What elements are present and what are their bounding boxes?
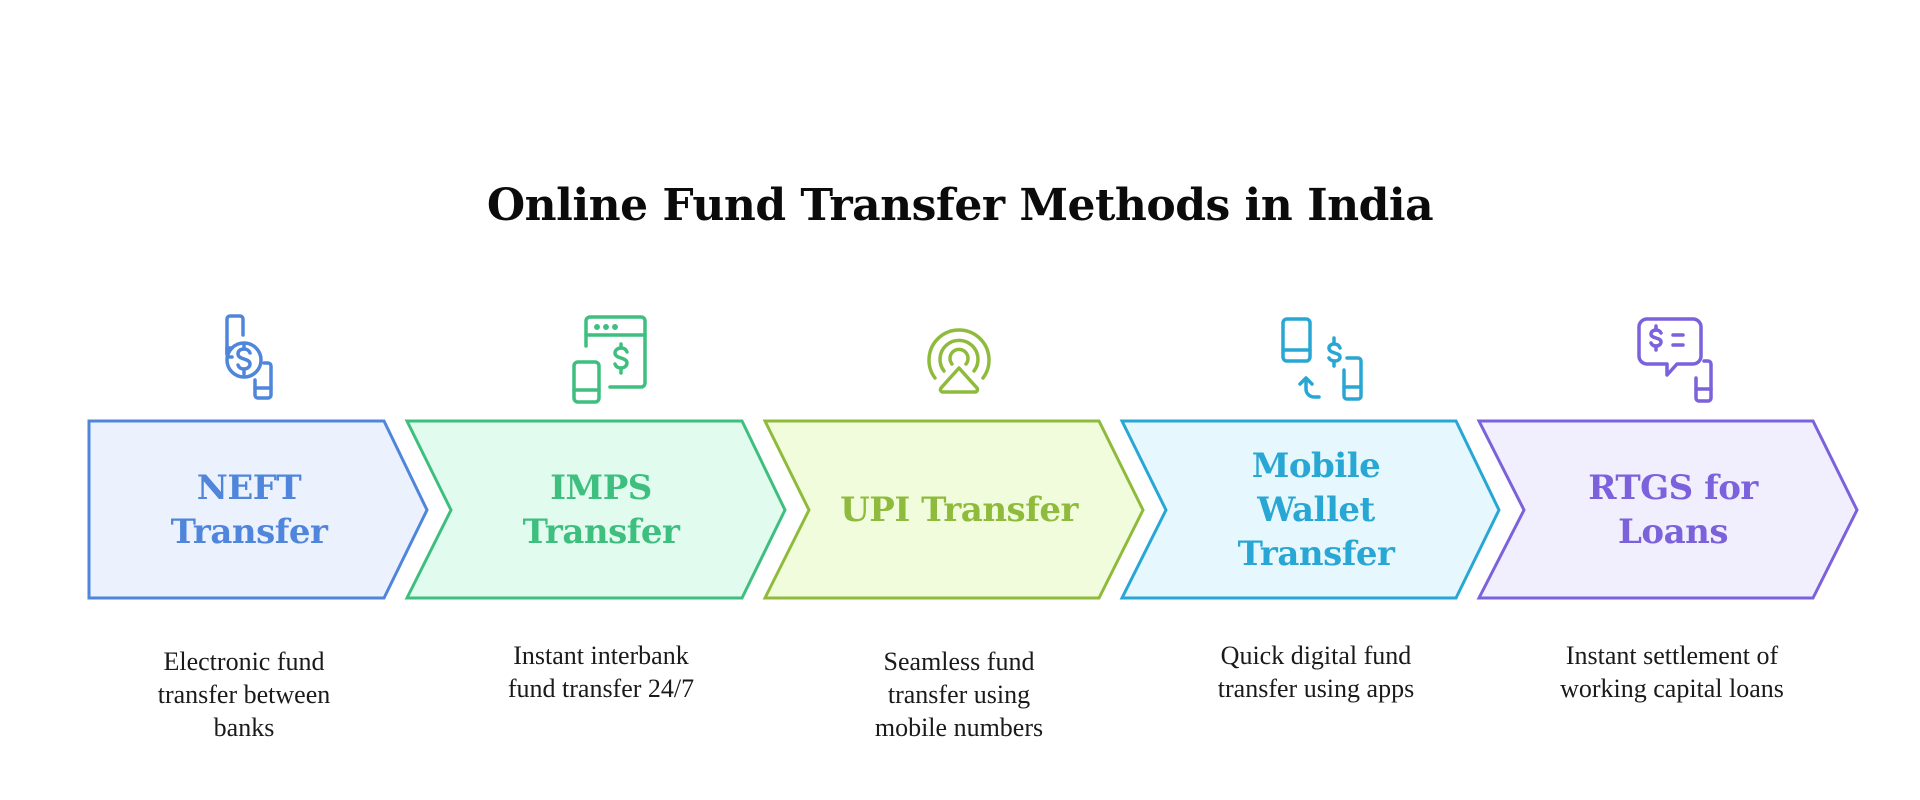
- chevron-rtgs: [1476, 419, 1859, 600]
- desc-line: mobile numbers: [874, 713, 1044, 742]
- step-rtgs-description: Instant settlement of working capital lo…: [1522, 639, 1822, 705]
- desc-line: fund transfer 24/7: [507, 674, 695, 703]
- chevron-upi: [762, 419, 1145, 600]
- label-line: Mobile: [1251, 445, 1381, 486]
- desc-line: Electronic fund: [163, 647, 325, 676]
- label-line: Wallet: [1257, 489, 1375, 530]
- desc-line: Instant interbank: [513, 641, 689, 670]
- step-imps-label: IMPS Transfer: [446, 421, 756, 598]
- phone-exchange-dollar-icon: [196, 308, 292, 404]
- label-line: RTGS for: [1588, 467, 1758, 508]
- desc-line: Instant settlement of: [1565, 641, 1779, 670]
- broadcast-signal-icon: [911, 308, 1007, 404]
- label-line: Transfer: [1237, 533, 1395, 574]
- desc-line: transfer using apps: [1217, 674, 1415, 703]
- desc-line: working capital loans: [1560, 674, 1784, 703]
- chat-dollar-phone-icon: [1625, 308, 1721, 404]
- browser-phone-dollar-icon: [553, 308, 649, 404]
- step-upi-label: UPI Transfer: [803, 421, 1115, 598]
- label-line: NEFT: [196, 467, 302, 508]
- step-rtgs-label: RTGS for Loans: [1517, 421, 1829, 598]
- desc-line: banks: [213, 713, 275, 742]
- chevron-imps: [404, 419, 787, 600]
- step-mobile-wallet-description: Quick digital fund transfer using apps: [1166, 639, 1466, 705]
- step-mobile-wallet-label: Mobile Wallet Transfer: [1160, 421, 1472, 598]
- desc-line: transfer using: [887, 680, 1031, 709]
- label-line: Transfer: [522, 511, 680, 552]
- desc-line: transfer between: [157, 680, 331, 709]
- label-line: Transfer: [170, 511, 328, 552]
- step-neft-description: Electronic fund transfer between banks: [94, 645, 394, 744]
- chevron-neft: [87, 419, 429, 600]
- label-line: Loans: [1618, 511, 1728, 552]
- chevron-mobile-wallet: [1119, 419, 1501, 600]
- desc-line: Quick digital fund: [1220, 641, 1412, 670]
- step-imps-description: Instant interbank fund transfer 24/7: [451, 639, 751, 705]
- label-line: IMPS: [550, 467, 652, 508]
- desc-line: Seamless fund: [883, 647, 1035, 676]
- diagram-title: Online Fund Transfer Methods in India: [486, 180, 1434, 231]
- label-line: UPI Transfer: [840, 489, 1078, 530]
- phone-to-phone-dollar-icon: [1268, 308, 1364, 404]
- step-neft-label: NEFT Transfer: [89, 421, 409, 598]
- step-upi-description: Seamless fund transfer using mobile numb…: [809, 645, 1109, 744]
